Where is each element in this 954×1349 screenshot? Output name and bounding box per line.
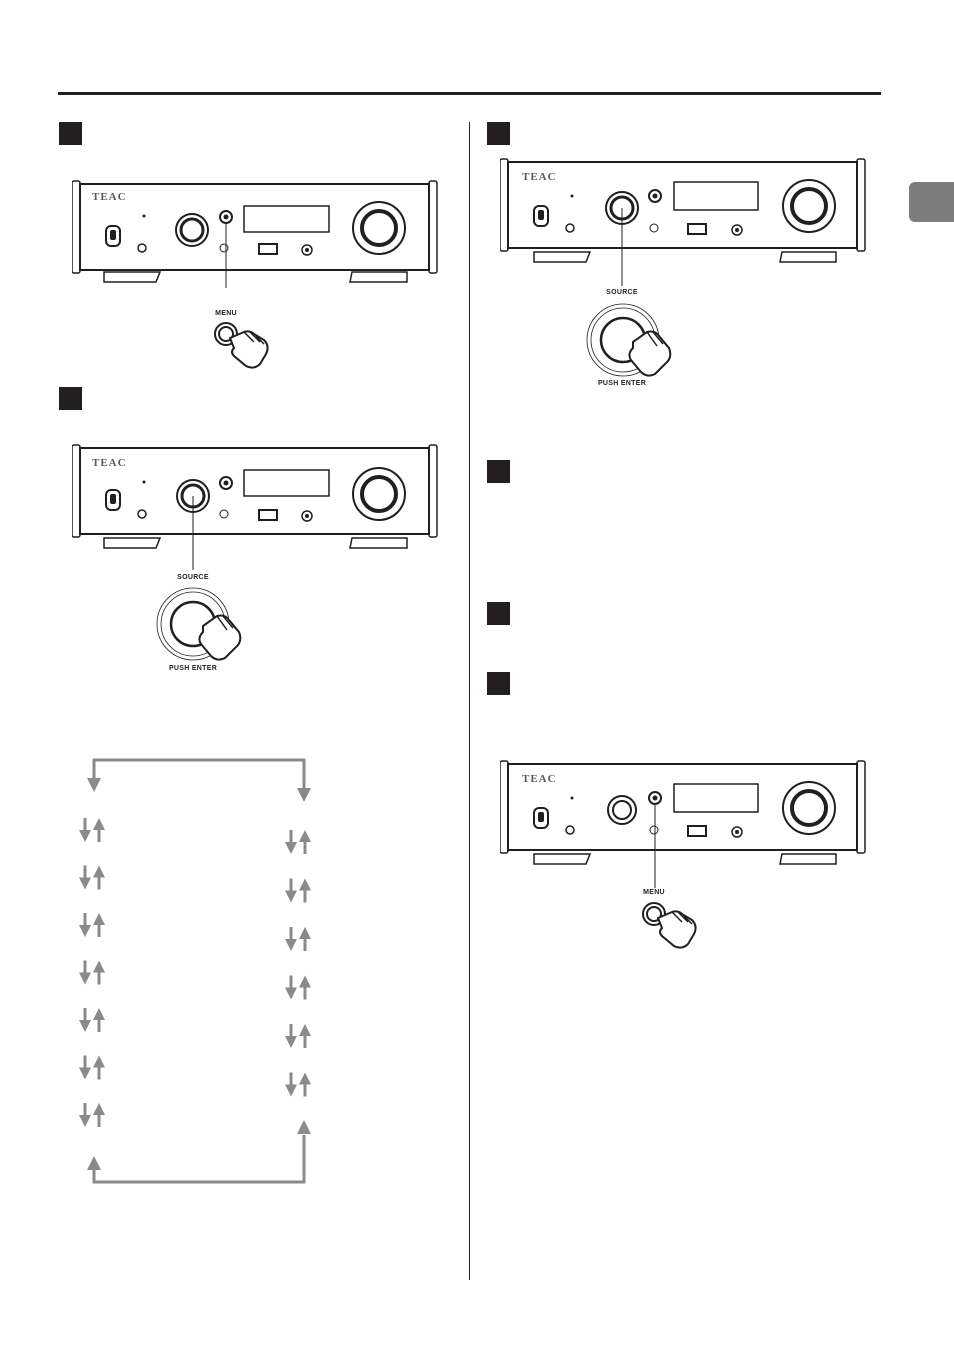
menu-button-callout-1[interactable]: [210, 318, 280, 373]
flow-arrow-pair-left-3: [79, 913, 105, 937]
flow-bottom-right-arrowhead: [297, 1120, 311, 1134]
flow-arrow-pair-left-2: [79, 865, 105, 890]
flow-arrow-pair-right-5: [285, 1024, 311, 1048]
menu-button-label-4: MENU: [643, 889, 665, 896]
flow-arrow-pair-left-1: [79, 818, 105, 842]
chapter-tab-marker: [909, 182, 954, 222]
step-marker-1: [59, 122, 82, 145]
source-knob-label-3: SOURCE: [606, 289, 638, 296]
flow-arrow-pair-left-6: [79, 1055, 105, 1080]
step-marker-5: [487, 602, 510, 625]
flow-arrow-pair-left-4: [79, 960, 105, 985]
brand-logo: TEAC: [522, 171, 557, 183]
header-rule: [58, 92, 881, 95]
menu-button-callout-4[interactable]: [638, 898, 708, 953]
brand-logo: TEAC: [92, 457, 127, 469]
flow-arrow-pair-right-2: [285, 878, 311, 903]
flow-arrow-pair-right-6: [285, 1072, 311, 1097]
step-marker-3: [487, 122, 510, 145]
flow-arrow-pair-right-3: [285, 927, 311, 951]
brand-logo: TEAC: [92, 191, 127, 203]
device-front-panel-1: TEAC: [72, 178, 442, 288]
source-knob-label-2: SOURCE: [177, 574, 209, 581]
device-front-panel-2: TEAC: [72, 442, 442, 572]
flow-arrow-pair-right-4: [285, 975, 311, 1000]
flow-top-right-arrowhead: [297, 788, 311, 802]
brand-logo: TEAC: [522, 773, 557, 785]
flow-top-left-arrowhead: [87, 778, 101, 792]
menu-button-label-1: MENU: [215, 310, 237, 317]
column-divider: [469, 122, 470, 1280]
menu-cycle-flow-diagram: [70, 750, 330, 1190]
push-enter-label-2: PUSH ENTER: [168, 665, 218, 672]
flow-bottom-left-arrowhead: [87, 1156, 101, 1170]
flow-arrow-pair-left-7: [79, 1103, 105, 1127]
device-front-panel-3: TEAC: [500, 156, 870, 291]
push-enter-label-3: PUSH ENTER: [597, 380, 647, 387]
source-knob-callout-3[interactable]: [585, 302, 685, 382]
flow-arrow-pair-right-1: [285, 830, 311, 854]
flow-top-connector: [92, 758, 306, 794]
step-marker-2: [59, 387, 82, 410]
source-knob-callout-2[interactable]: [155, 586, 255, 666]
step-marker-6: [487, 672, 510, 695]
device-front-panel-4: TEAC: [500, 758, 870, 893]
flow-arrow-pair-left-5: [79, 1008, 105, 1032]
flow-bottom-connector: [92, 1135, 306, 1184]
step-marker-4: [487, 460, 510, 483]
